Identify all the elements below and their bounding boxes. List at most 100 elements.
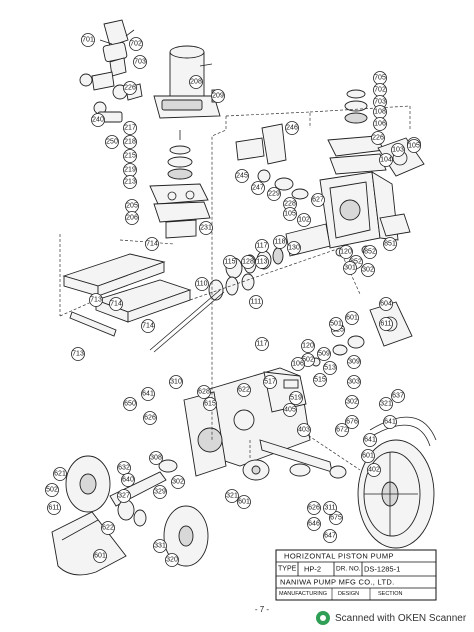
part-number-label: 641 (142, 391, 154, 398)
part-callout: 106 (291, 357, 305, 371)
callout-circle (109, 297, 123, 311)
part-number-label: 108 (374, 109, 386, 116)
callout-circle (255, 337, 269, 351)
part-callout: 108 (373, 105, 387, 119)
part-number-label: 104 (380, 157, 392, 164)
callout-circle (123, 135, 137, 149)
title-block-title: HORIZONTAL PISTON PUMP (284, 552, 394, 561)
part-number-label: 321 (226, 493, 238, 500)
part-number-label: 632 (118, 465, 130, 472)
callout-circle (237, 495, 251, 509)
part-number-label: 703 (374, 99, 386, 106)
callout-circle (105, 135, 119, 149)
part-callout: 329 (153, 485, 167, 499)
part-number-label: 502 (46, 487, 58, 494)
part-callout: 672 (335, 423, 349, 437)
callout-circle (101, 521, 115, 535)
part-callout: 713 (71, 347, 85, 361)
part-callout: 615 (203, 397, 217, 411)
part-callout: 646 (307, 517, 321, 531)
part-callout: 309 (347, 355, 361, 369)
callout-circle (81, 33, 95, 47)
part-number-label: 702 (130, 41, 142, 48)
part-number-label: 115 (224, 259, 235, 266)
part-callout: 622 (237, 383, 251, 397)
callout-circle (91, 113, 105, 127)
part-number-label: 601 (238, 499, 250, 506)
callout-circle (313, 373, 327, 387)
part-number-label: 650 (124, 401, 136, 408)
part-callout: 120 (339, 245, 353, 259)
part-number-label: 219 (124, 167, 136, 174)
part-number-label: 302 (346, 399, 358, 406)
part-number-label: 321 (380, 401, 392, 408)
callout-circle (153, 539, 167, 553)
part-callout: 104 (379, 153, 393, 167)
callout-circle (89, 293, 103, 307)
part-number-label: 705 (374, 75, 386, 82)
part-callout: 245 (235, 169, 249, 183)
callout-circle (379, 153, 393, 167)
callout-circle (347, 375, 361, 389)
part-number-label: 701 (82, 37, 94, 44)
callout-circle (297, 423, 311, 437)
part-callout: 403 (297, 423, 311, 437)
part-callout: 205 (125, 199, 139, 213)
part-callout: 714 (145, 237, 159, 251)
callout-circle (123, 149, 137, 163)
part-number-label: 702 (374, 87, 386, 94)
callout-circle (361, 263, 375, 277)
callout-circle (195, 277, 209, 291)
part-callout: 676 (345, 415, 359, 429)
part-callout: 502 (45, 483, 59, 497)
part-callout: 110 (195, 277, 209, 291)
part-number-label: 329 (154, 489, 166, 496)
part-number-label: 647 (324, 533, 336, 540)
callout-circle (407, 139, 421, 153)
callout-circle (307, 501, 321, 515)
part-number-label: 209 (212, 93, 224, 100)
part-callout: 632 (117, 461, 131, 475)
part-number-label: 627 (312, 197, 324, 204)
part-number-label: 403 (298, 427, 310, 434)
part-callout: 311 (323, 501, 337, 515)
valve-stack-right (327, 89, 387, 175)
part-callout: 111 (249, 295, 263, 309)
part-callout: 120 (301, 339, 315, 353)
part-callout: 626 (307, 501, 321, 515)
part-number-labels: 7017027032262402502082092172182152192132… (45, 33, 421, 567)
title-block-type-label: TYPE (278, 566, 297, 573)
part-callout: 702 (373, 83, 387, 97)
part-number-label: 106 (374, 121, 386, 128)
part-callout: 250 (105, 135, 119, 149)
callout-circle (311, 193, 325, 207)
part-number-label: 626 (144, 415, 156, 422)
part-number-label: 515 (314, 377, 326, 384)
part-callout: 501 (329, 317, 343, 331)
part-callout: 713 (89, 293, 103, 307)
crankcase (183, 367, 311, 477)
part-number-label: 120 (340, 249, 352, 256)
callout-circle (345, 415, 359, 429)
callout-circle (171, 475, 185, 489)
part-number-label: 120 (302, 343, 314, 350)
part-number-label: 604 (380, 301, 392, 308)
callout-circle (249, 295, 263, 309)
part-number-label: 501 (330, 321, 342, 328)
part-callout: 213 (123, 175, 137, 189)
title-block-design: DESIGN (338, 591, 359, 597)
part-number-label: 331 (154, 543, 166, 550)
callout-circle (383, 237, 397, 251)
part-number-label: 303 (348, 379, 360, 386)
part-callout: 321 (379, 397, 393, 411)
part-callout: 628 (197, 385, 211, 399)
part-callout: 647 (323, 529, 337, 543)
callout-circle (363, 433, 377, 447)
callout-circle (255, 239, 269, 253)
part-number-label: 646 (308, 521, 320, 528)
part-number-label: 206 (126, 215, 138, 222)
part-callout: 302 (171, 475, 185, 489)
part-number-label: 615 (204, 401, 216, 408)
part-number-label: 205 (126, 203, 138, 210)
callout-circle (273, 235, 287, 249)
